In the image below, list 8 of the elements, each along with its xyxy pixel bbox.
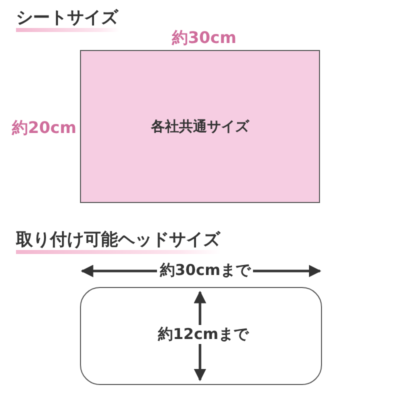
sheet-text: 各社共通サイズ bbox=[151, 118, 249, 136]
section-heading: 取り付け可能ヘッドサイズ bbox=[16, 228, 222, 254]
dimension-label: 約12cmまで bbox=[155, 325, 252, 344]
sheet-rectangle bbox=[80, 50, 320, 203]
dimension-label: 約30cm bbox=[172, 28, 236, 49]
dimension-label: 約20cm bbox=[12, 118, 76, 139]
section-heading: シートサイズ bbox=[16, 6, 120, 32]
dimension-label: 約30cmまで bbox=[157, 261, 254, 280]
